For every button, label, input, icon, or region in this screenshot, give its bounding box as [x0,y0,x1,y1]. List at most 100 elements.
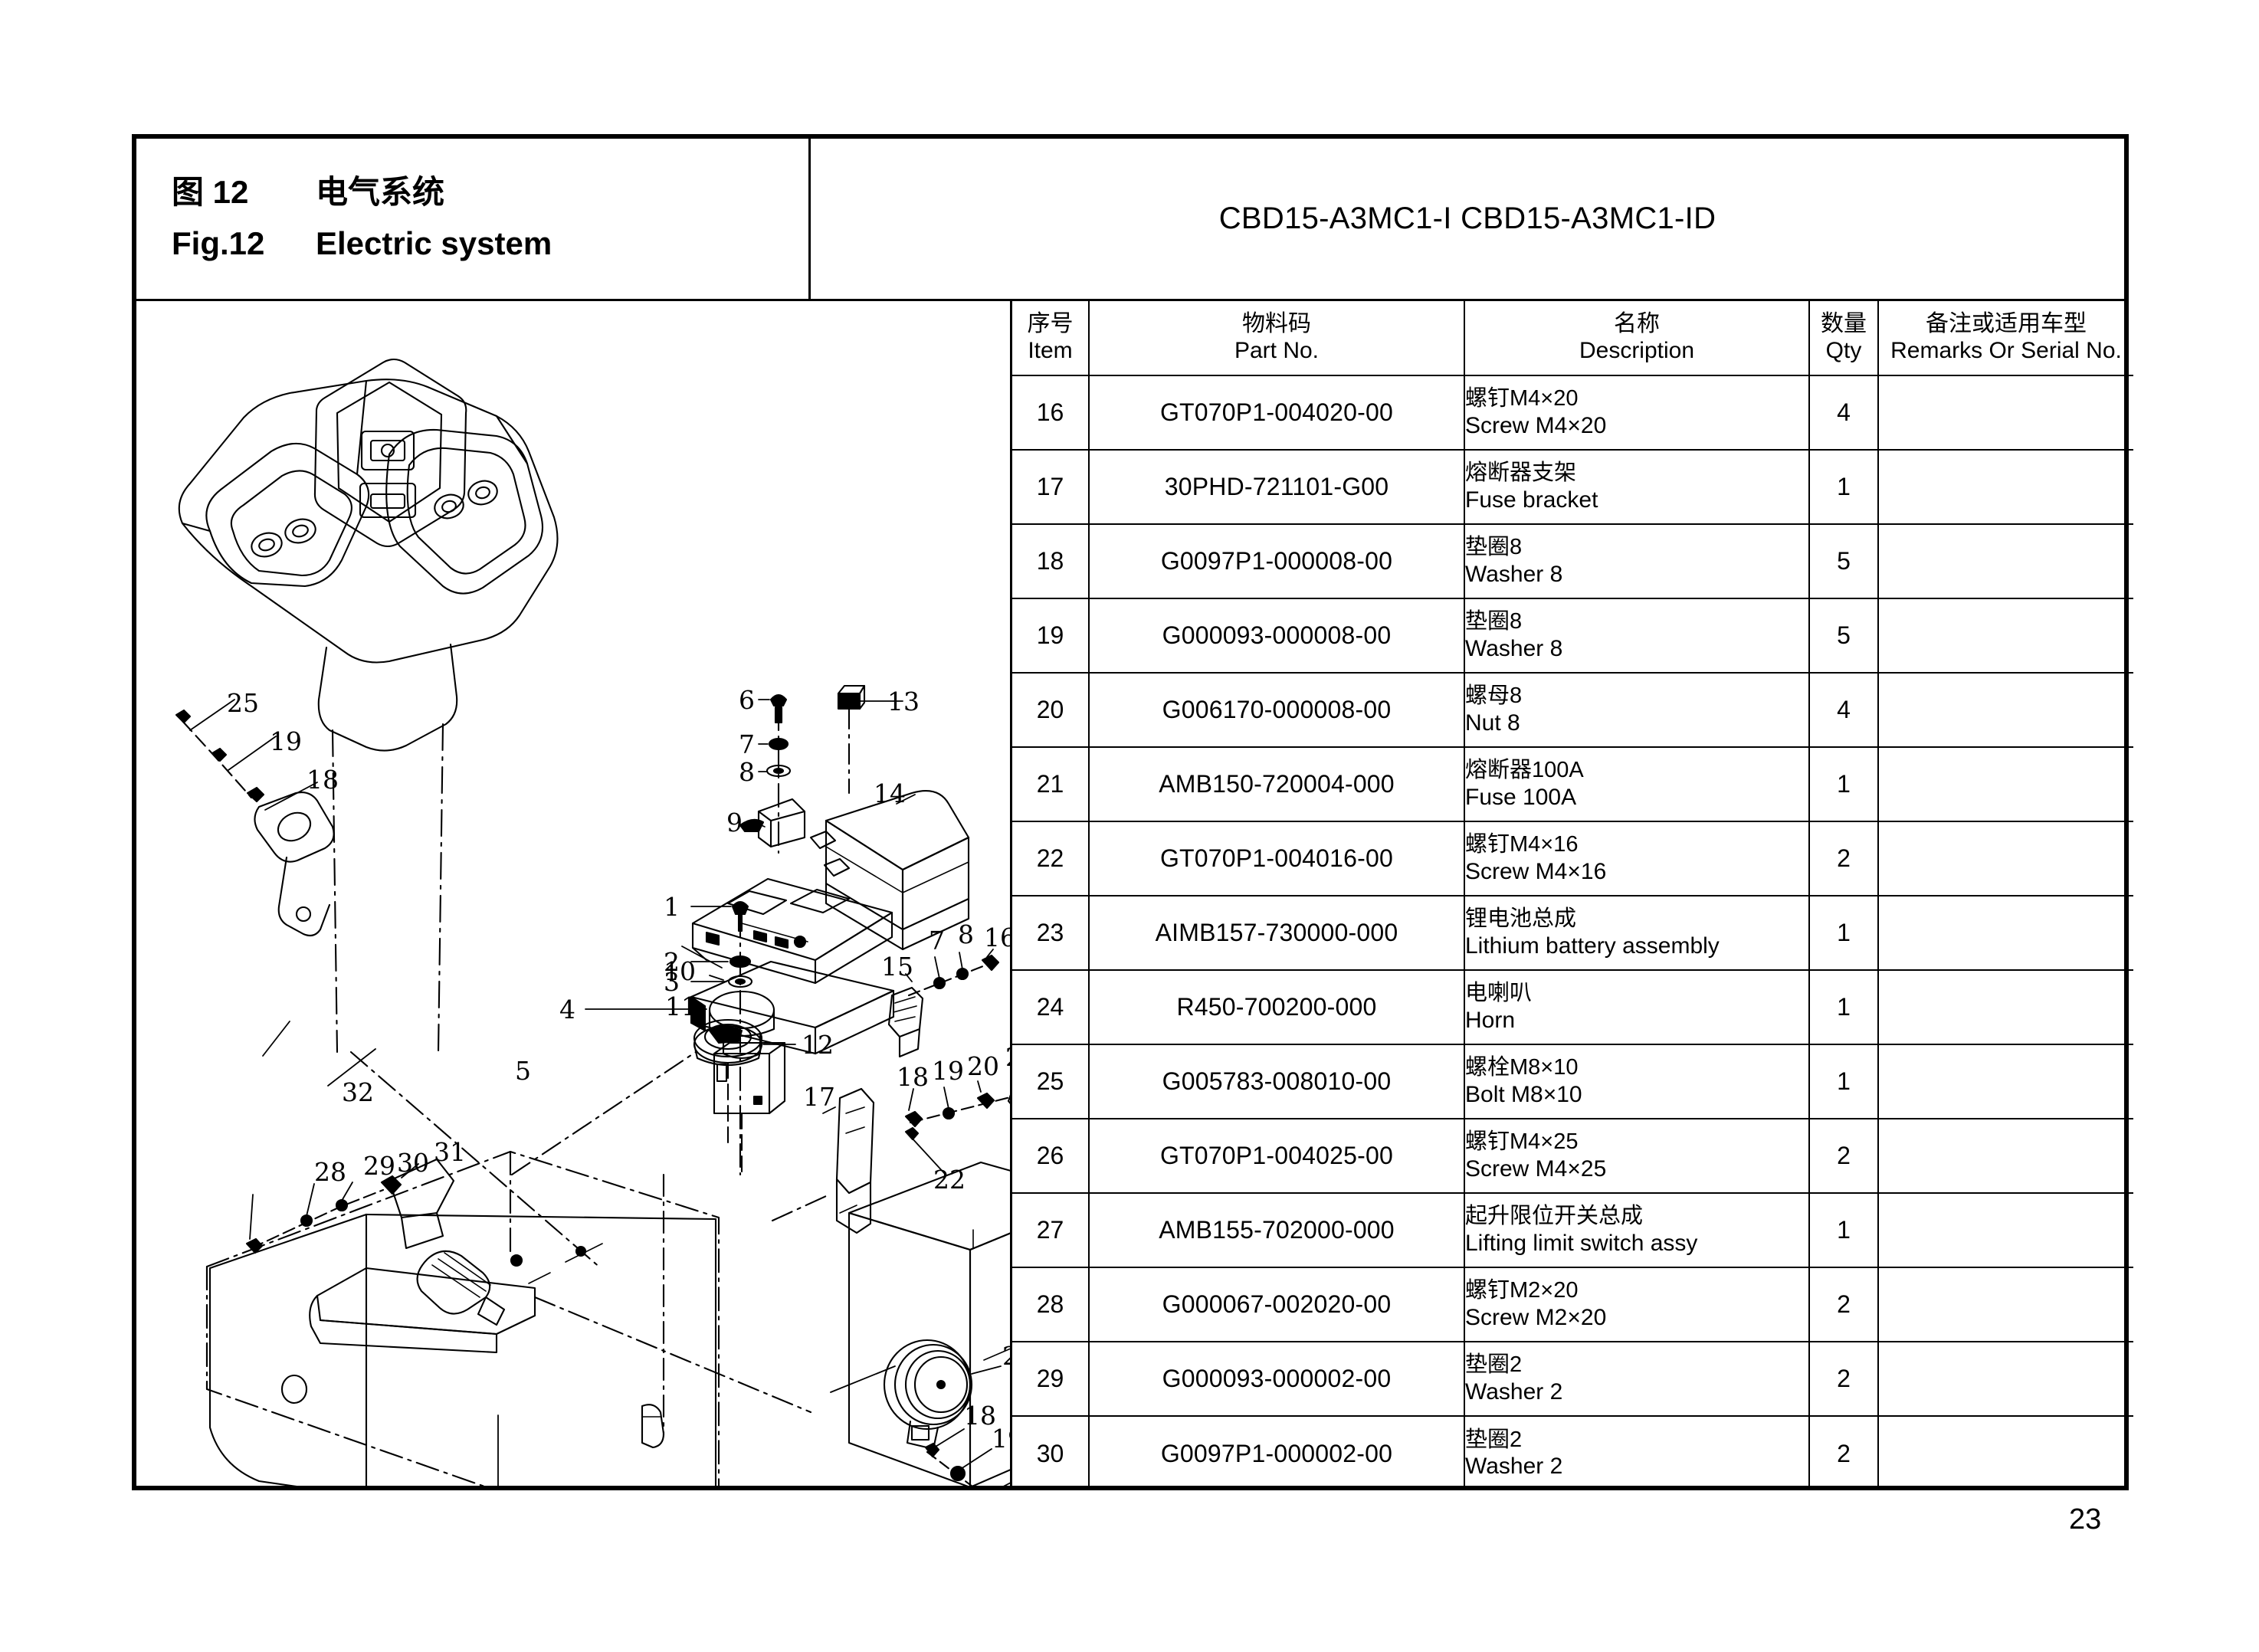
callout-8-c: 8 [958,919,974,949]
electric-horn-24 [830,1339,1002,1450]
callout-25-a: 25 [227,688,259,718]
cell-item: 22 [1012,821,1090,896]
description-en: Washer 8 [1465,561,1563,587]
header-qty-cn: 数量 [1821,311,1867,337]
cell-remarks [1877,375,2133,451]
cell-item: 26 [1012,1118,1090,1194]
controller-unit-10 [681,877,893,985]
cell-part-no: G006170-000008-00 [1088,672,1465,748]
cell-part-no: G000093-000002-00 [1088,1341,1465,1417]
exploded-assembly-drawing: 1 2 3 4 5 6 7 8 9 10 11 12 13 14 [136,301,1010,1486]
cell-qty: 2 [1808,1267,1879,1342]
cell-qty: 2 [1808,1118,1879,1194]
callout-5: 5 [515,1056,531,1086]
fuse-bracket-17 [822,1087,875,1234]
fuse-fastener-chain [904,1080,1010,1175]
header-part-no-cn: 物料码 [1242,311,1311,337]
callout-15: 15 [881,952,913,982]
cell-qty: 4 [1808,672,1879,748]
figure-number-en: Fig.12 [172,225,265,261]
cell-qty: 1 [1808,449,1879,525]
cell-qty: 1 [1808,1044,1879,1119]
cell-remarks [1877,1192,2133,1268]
left-fastener-chain [175,699,318,811]
cell-remarks [1877,1341,2133,1417]
description-cn: 垫圈2 [1465,1427,1523,1452]
description-en: Screw M4×25 [1465,1155,1607,1182]
cell-part-no: G0097P1-000002-00 [1088,1415,1465,1490]
callout-16: 16 [984,923,1010,952]
description-cn: 螺钉M4×20 [1465,386,1579,411]
description-cn: 电喇叭 [1465,981,1533,1006]
cell-part-no: 30PHD-721101-G00 [1088,449,1465,525]
cell-part-no: AMB150-720004-000 [1088,746,1465,822]
header-part-no: 物料码 Part No. [1088,301,1465,376]
callout-11: 11 [665,992,697,1021]
cell-part-no: G000067-002020-00 [1088,1267,1465,1342]
cell-item: 30 [1012,1415,1090,1490]
cell-remarks [1877,449,2133,525]
callout-2: 2 [664,947,680,977]
cell-remarks [1877,1118,2133,1194]
figure-name-cn: 电气系统 [316,174,445,210]
description-en: Washer 2 [1465,1378,1563,1405]
parts-table-pane: 序号 Item 物料码 Part No. [1010,301,2133,1490]
cell-item: 16 [1012,375,1090,451]
cell-part-no: AMB155-702000-000 [1088,1192,1465,1268]
cell-item: 25 [1012,1044,1090,1119]
description-en: Screw M4×20 [1465,412,1607,438]
header-item: 序号 Item [1012,301,1090,376]
figure-name-en: Electric system [316,225,552,261]
callout-8: 8 [739,757,755,787]
description-cn: 螺钉M2×20 [1465,1278,1579,1303]
callout-9: 9 [726,808,743,837]
description-cn: 熔断器支架 [1465,461,1577,486]
callout-31: 31 [434,1137,466,1167]
cell-remarks [1877,821,2133,896]
description-en: Fuse bracket [1465,487,1598,513]
cell-qty: 2 [1808,1341,1879,1417]
table-header-row: 序号 Item 物料码 Part No. [1012,301,2133,376]
assembly-drawing-svg: 1 2 3 4 5 6 7 8 9 10 11 12 13 14 [175,358,1010,1486]
callout-30: 30 [397,1148,429,1178]
cell-part-no: G000093-000008-00 [1088,598,1465,674]
fastener-chain-15-16 [887,949,1000,1058]
callout-24: 24 [1002,1341,1010,1371]
chassis-door [497,1404,665,1486]
callout-19-d: 19 [270,726,302,756]
description-cn: 熔断器100A [1465,758,1584,783]
page-frame: 图 12 电气系统 Fig.12 Electric system CBD15-A… [132,134,2133,1490]
tiller-head-group [178,358,559,752]
cell-part-no: AIMB157-730000-000 [1088,895,1465,971]
hardware-stack-6789 [739,693,806,854]
cell-item: 27 [1012,1192,1090,1268]
deck-details [309,1243,603,1354]
callout-13: 13 [887,687,920,716]
header-remarks-cn: 备注或适用车型 [1926,311,2087,337]
description-cn: 垫圈2 [1465,1352,1523,1378]
description-en: Screw M2×20 [1465,1304,1607,1330]
cell-part-no: GT070P1-004025-00 [1088,1118,1465,1194]
callout-20-a: 20 [967,1051,999,1081]
cell-remarks [1877,895,2133,971]
callout-4: 4 [559,995,575,1024]
cell-item: 24 [1012,969,1090,1045]
header-part-no-en: Part No. [1234,338,1320,363]
cell-part-no: GT070P1-004020-00 [1088,375,1465,451]
figure-title-chinese: 图 12 电气系统 [172,166,808,213]
description-cn: 螺钉M4×25 [1465,1129,1579,1155]
cell-remarks [1877,746,2133,822]
